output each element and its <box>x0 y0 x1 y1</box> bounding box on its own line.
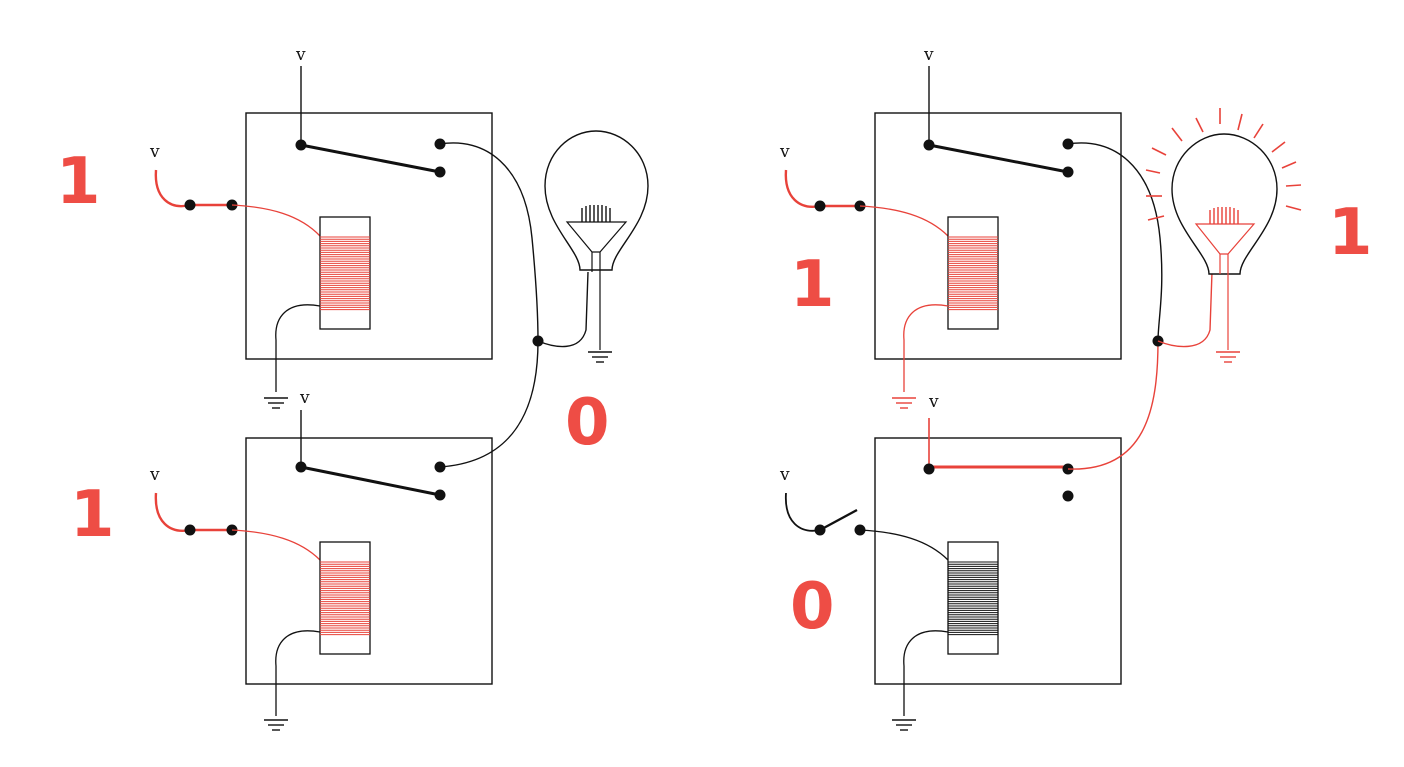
input-voltage-label: v <box>149 142 160 162</box>
input-voltage-label: v <box>779 465 790 485</box>
relay-icon <box>874 112 1122 360</box>
bottom-input-bit: 0 <box>790 570 835 644</box>
left-circuit: v v v <box>56 45 649 731</box>
switch-arm <box>928 143 1069 174</box>
input-wire <box>785 492 821 532</box>
light-bulb-icon <box>1145 108 1302 350</box>
ground-icon <box>263 397 289 409</box>
relay-icon <box>245 112 493 360</box>
supply-voltage-label: v <box>299 388 310 408</box>
right-top-relay: v v <box>779 45 1163 409</box>
normally-open-terminal <box>434 489 446 501</box>
relay-icon <box>874 437 1122 685</box>
ground-icon <box>263 719 289 731</box>
input-wire <box>154 492 232 532</box>
ground-icon <box>891 397 917 409</box>
normally-open-terminal <box>434 166 446 178</box>
common-terminal <box>923 139 935 151</box>
switch-arm <box>300 465 441 497</box>
supply-voltage-label: v <box>928 392 939 412</box>
normally-open-terminal <box>1062 166 1074 178</box>
output-bit: 0 <box>565 386 610 460</box>
coil-icon <box>319 216 371 330</box>
coil-icon <box>947 216 999 330</box>
right-bottom-relay: v v <box>779 340 1159 731</box>
right-circuit: v v v <box>779 45 1373 731</box>
light-rays <box>1145 108 1302 221</box>
input-voltage-label: v <box>149 465 160 485</box>
normally-open-terminal <box>1062 490 1074 502</box>
relay-icon <box>245 437 493 685</box>
left-top-relay: v v <box>149 45 539 409</box>
input-voltage-label: v <box>779 142 790 162</box>
common-terminal <box>923 463 935 475</box>
coil-icon <box>319 541 371 655</box>
common-terminal <box>295 461 307 473</box>
switch-arm <box>300 143 441 174</box>
switch-icon <box>814 508 866 536</box>
ground-icon <box>587 351 613 363</box>
supply-voltage-label: v <box>923 45 934 65</box>
input-wire <box>784 169 860 208</box>
bottom-input-bit: 1 <box>70 478 115 552</box>
output-bit: 1 <box>1328 196 1373 270</box>
top-input-bit: 1 <box>56 145 101 219</box>
light-bulb-icon <box>544 130 649 350</box>
ground-icon <box>1215 351 1241 363</box>
supply-voltage-label: v <box>295 45 306 65</box>
input-wire <box>154 169 232 208</box>
common-terminal <box>295 139 307 151</box>
ground-icon <box>891 719 917 731</box>
top-input-bit: 1 <box>790 248 835 322</box>
left-bottom-relay: v v <box>149 340 539 731</box>
coil-icon <box>947 541 999 655</box>
